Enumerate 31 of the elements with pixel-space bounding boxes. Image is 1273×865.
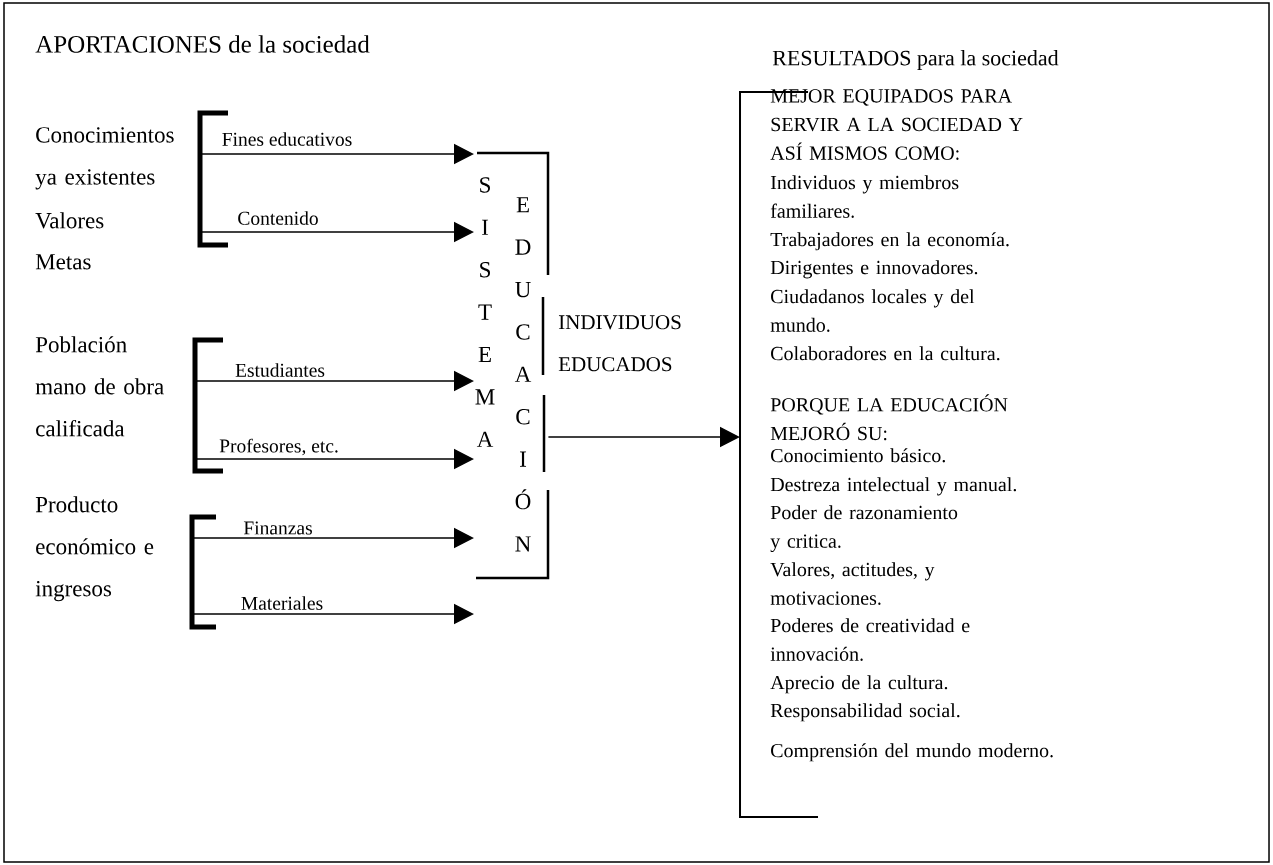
item-text: Población (35, 336, 127, 353)
edge-label: Contenido (236, 210, 320, 226)
item-text: Poder de razonamiento y critica. (770, 505, 958, 552)
item-text: Valores, actitudes, y motivaciones. (770, 562, 935, 605)
item-text: Metas (35, 254, 91, 270)
vertical-text: EDUCACIÓN (514, 197, 532, 552)
item-text: PORQUE LA EDUCACIÓN MEJORÓ SU: (770, 394, 1008, 441)
item-text: Dirigentes e innovadores. (770, 260, 978, 279)
item-text: Colaboradores en la cultura. (771, 346, 1000, 361)
edge-label: Profesores, etc. (218, 437, 340, 457)
edge-label: Materiales (239, 595, 325, 611)
edge-label: Fines educativos (220, 131, 354, 147)
edge-label: Estudiantes (234, 362, 326, 378)
item-text: Conocimientos ya existentes (35, 127, 174, 190)
edge-label: INDIVIDUOS EDUCADOS (558, 315, 681, 372)
edge-label: Finanzas (242, 520, 314, 536)
vertical-text: SISTEMA (475, 177, 495, 447)
item-text: Conocimiento básico. (771, 448, 945, 463)
item-text: Trabajadores en la economía. (770, 232, 1009, 251)
item-text: Responsabilidad social. (770, 703, 960, 722)
item-text: Individuos y miembros familiares. (770, 175, 959, 218)
item-text: Poderes de creatividad e innovación. (770, 618, 970, 661)
item-text: Ciudadanos locales y del mundo. (770, 289, 975, 332)
heading: RESULTADOS para la sociedad (772, 50, 1059, 70)
item-text: Comprensión del mundo moderno. (771, 743, 1053, 762)
item-text: Destreza intelectual y manual. (770, 477, 1017, 496)
item-text: Aprecio de la cultura. (770, 675, 948, 694)
heading: APORTACIONES de la sociedad (35, 35, 370, 53)
item-text: Valores (35, 212, 104, 229)
item-text: mano de obra calificada (35, 378, 164, 437)
item-text: Producto económico e ingresos (35, 496, 154, 602)
